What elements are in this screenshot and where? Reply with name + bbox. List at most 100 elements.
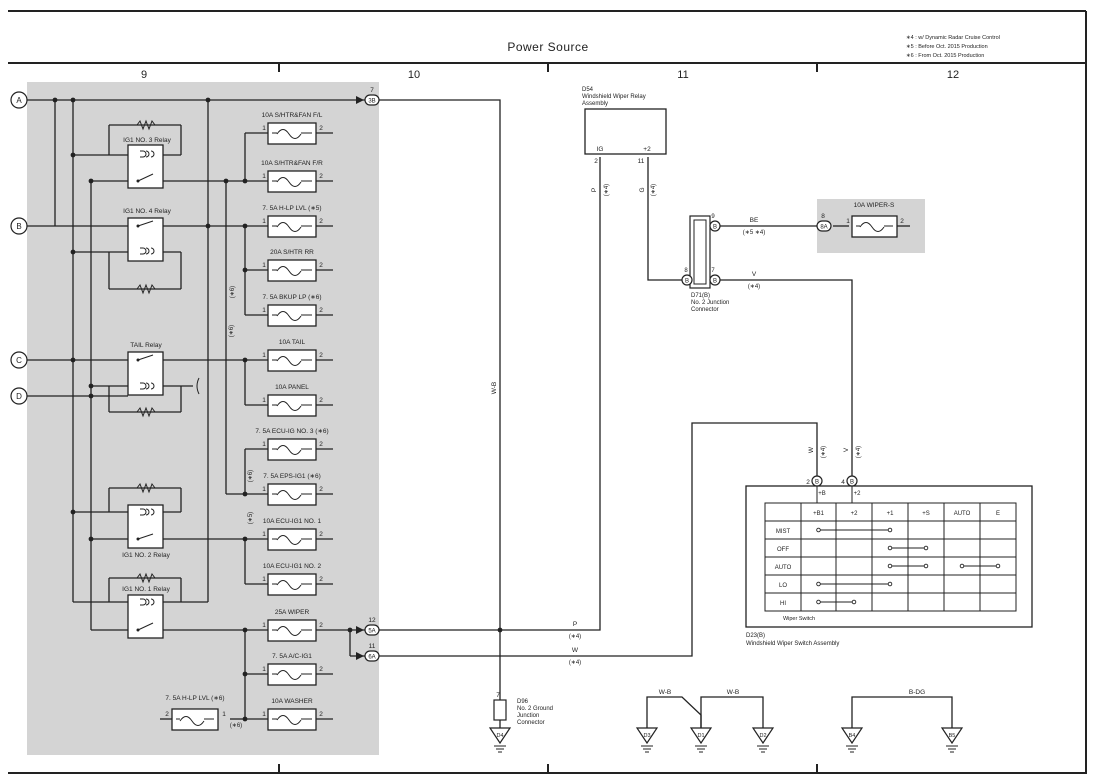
switch-row-label: OFF: [777, 547, 789, 553]
fuse-pin-in: 1: [262, 218, 266, 225]
svg-text:10A WIPER-S: 10A WIPER-S: [854, 202, 895, 209]
svg-text:Junction: Junction: [517, 713, 539, 719]
note-line-1: ∗4 : w/ Dynamic Radar Cruise Control: [906, 35, 1000, 41]
fuse-pin-out: 2: [319, 622, 323, 629]
fuse-pin-out: 2: [319, 352, 323, 359]
branch-note-2: (∗6): [229, 325, 235, 337]
fuse-label: 10A WASHER: [271, 698, 313, 705]
switch-continuity: [887, 563, 929, 569]
svg-text:11: 11: [369, 643, 376, 650]
branch-note-3: (∗6): [248, 470, 254, 482]
fuse-label: 7. 5A ECU-IG NO. 3 (∗6): [255, 428, 328, 435]
svg-text:Wiper Switch: Wiper Switch: [783, 616, 815, 622]
fuse-8: 7. 5A ECU-IG NO. 3 (∗6) 1 2: [255, 428, 329, 461]
fuse-pin-in: 1: [262, 622, 266, 629]
d54-wiper-relay-assembly: D54 Windshield Wiper Relay Assembly IG +…: [582, 87, 667, 165]
switch-row-label: AUTO: [775, 565, 792, 571]
svg-text:2: 2: [165, 711, 169, 718]
svg-text:B: B: [685, 279, 689, 285]
svg-text:7. 5A H-LP LVL (∗6): 7. 5A H-LP LVL (∗6): [165, 695, 224, 702]
note-line-3: ∗6 : From Oct. 2015 Production: [906, 53, 984, 59]
svg-text:+2: +2: [854, 491, 862, 497]
off-page-connector-d: D: [10, 387, 28, 405]
wire-note-be: (∗5 ∗4): [743, 230, 765, 236]
fuse-pin-in: 1: [262, 441, 266, 448]
fuse-pin-in: 1: [262, 531, 266, 538]
switch-continuity: [816, 527, 893, 533]
svg-text:IG1 NO. 2 Relay: IG1 NO. 2 Relay: [122, 552, 170, 559]
svg-text:Windshield Wiper Switch Assemb: Windshield Wiper Switch Assembly: [746, 641, 839, 647]
d96-ground-junction: 7 D96 No. 2 Ground Junction Connector: [493, 692, 553, 726]
svg-text:B5: B5: [949, 733, 956, 739]
connector-6a: 6A 11: [356, 643, 380, 662]
svg-text:IG1 NO. 3 Relay: IG1 NO. 3 Relay: [123, 137, 171, 144]
svg-text:12: 12: [368, 617, 376, 624]
wire-label-w-right: W: [808, 446, 815, 453]
fuse-pin-out: 2: [319, 711, 323, 718]
svg-text:D71(B): D71(B): [691, 293, 710, 299]
fuse-pin-out: 2: [319, 173, 323, 180]
fuse-pin-in: 1: [262, 711, 266, 718]
junction-block-area: [27, 82, 379, 755]
svg-text:IG1 NO. 1 Relay: IG1 NO. 1 Relay: [122, 586, 170, 593]
fuse-pin-in: 1: [262, 666, 266, 673]
wire-note-w-bottom: (∗4): [569, 660, 581, 666]
relay-ig1-no2: IG1 NO. 2 Relay: [122, 504, 171, 559]
svg-text:+2: +2: [643, 146, 651, 153]
svg-text:B: B: [16, 222, 21, 231]
fuse-label: 20A S/HTR RR: [270, 249, 314, 256]
switch-continuity: [959, 563, 1001, 569]
wire-label-p: P: [591, 188, 598, 192]
fuse-pin-in: 1: [262, 397, 266, 404]
ground-icon: D4: [488, 727, 512, 753]
ground-icon: D2: [751, 727, 775, 753]
relay-ig1-no1: IG1 NO. 1 Relay: [122, 586, 171, 639]
svg-text:C: C: [16, 356, 22, 365]
fuse-wiper-s: 8A 8 10A WIPER-S 1 2: [816, 202, 904, 238]
fuse-pin-out: 2: [319, 531, 323, 538]
svg-text:1: 1: [846, 218, 850, 225]
svg-text:IG1 NO. 4 Relay: IG1 NO. 4 Relay: [123, 208, 171, 215]
wire-note-g: (∗4): [651, 184, 657, 196]
svg-text:D4: D4: [496, 733, 503, 739]
svg-text:1: 1: [222, 711, 226, 718]
wire-note-v-right: (∗4): [856, 446, 862, 458]
relay-ig1-no3: IG1 NO. 3 Relay: [123, 137, 172, 189]
fuse-pin-in: 1: [262, 262, 266, 269]
column-number-10: 10: [408, 69, 420, 81]
fuse-label: 10A PANEL: [275, 384, 309, 391]
svg-text:B: B: [850, 480, 854, 486]
svg-text:6A: 6A: [368, 655, 375, 661]
ground-icon: B5: [940, 727, 964, 753]
relay-resistors: [136, 119, 156, 584]
fuse-label: 7. 5A H-LP LVL (∗5): [262, 205, 321, 212]
svg-text:4: 4: [841, 479, 845, 486]
ground-wires: [646, 696, 953, 728]
fuse-pin-out: 2: [319, 397, 323, 404]
svg-text:7: 7: [496, 692, 500, 699]
svg-text:D: D: [16, 392, 22, 401]
wire-label-be: BE: [750, 217, 759, 224]
fuse-pin-out: 2: [319, 441, 323, 448]
svg-text:8: 8: [684, 268, 688, 274]
svg-text:Connector: Connector: [517, 720, 545, 726]
svg-text:Windshield Wiper Relay: Windshield Wiper Relay: [582, 94, 646, 100]
svg-text:TAIL Relay: TAIL Relay: [130, 342, 162, 349]
d23-wiper-switch-assembly: B B 2 4 +B +2 Wiper Switch D23(B) Windsh…: [745, 475, 1033, 647]
wire-label-v: V: [752, 271, 757, 278]
svg-text:8: 8: [821, 213, 825, 220]
fuse-pin-out: 2: [319, 666, 323, 673]
junction-dots: [52, 97, 503, 722]
svg-text:2: 2: [806, 479, 810, 486]
note-line-2: ∗5 : Before Oct. 2015 Production: [906, 44, 988, 50]
svg-text:No. 2 Ground: No. 2 Ground: [517, 706, 553, 712]
